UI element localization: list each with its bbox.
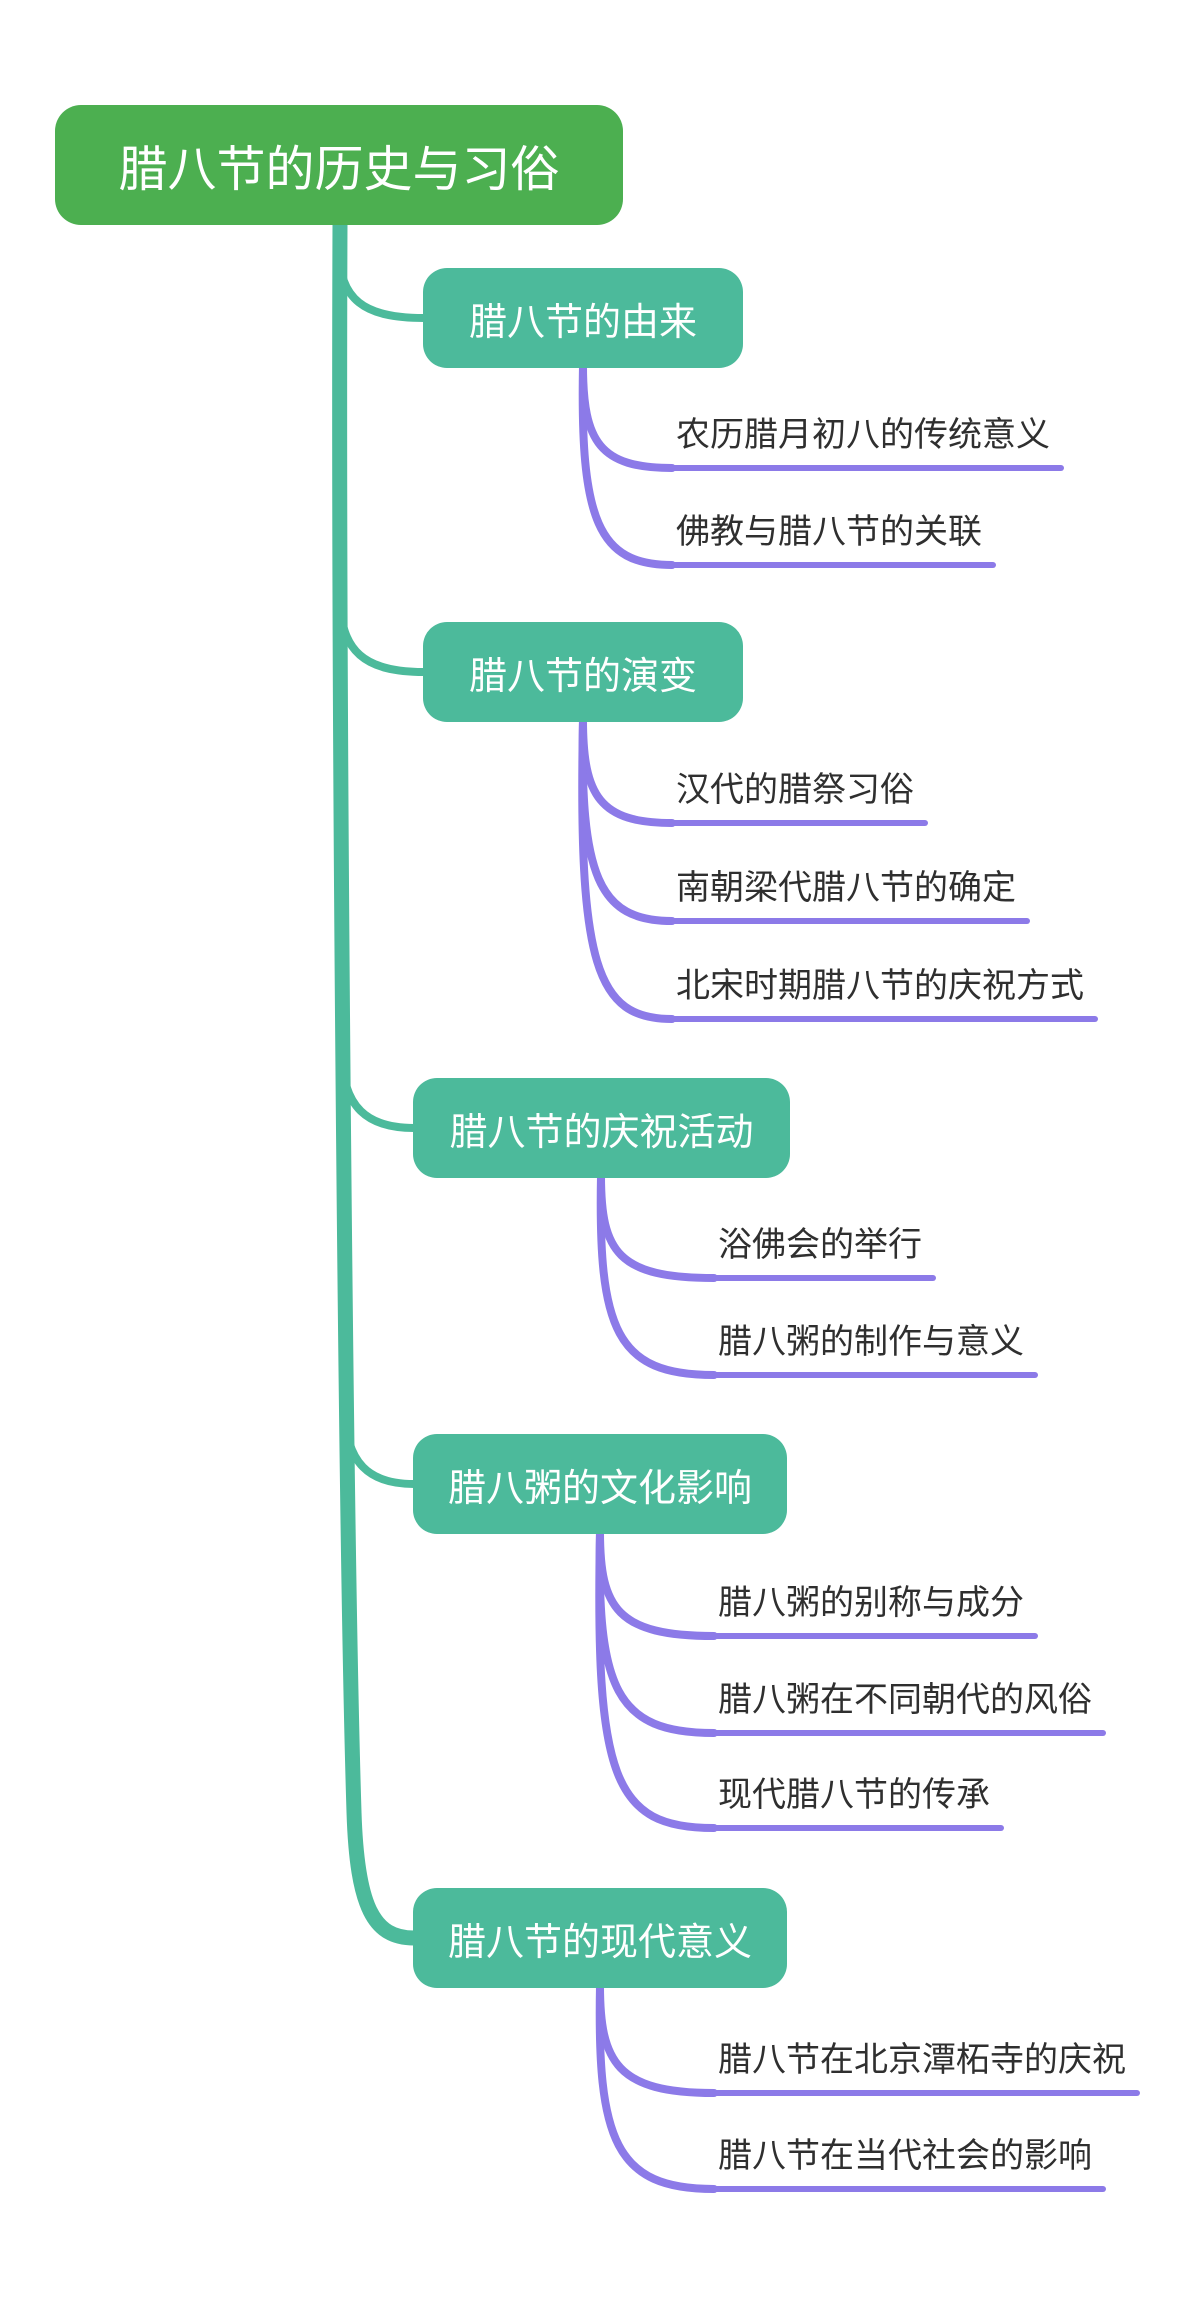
child-topic-label: 腊八粥在不同朝代的风俗 bbox=[718, 1680, 1092, 1720]
child-underline bbox=[668, 562, 996, 568]
branch-node-porridge-culture[interactable]: 腊八粥的文化影响 bbox=[413, 1434, 787, 1534]
child-topic-label: 佛教与腊八节的关联 bbox=[676, 512, 982, 552]
child-connector-5-2 bbox=[595, 1982, 718, 2193]
child-underline bbox=[668, 1016, 1098, 1022]
child-topic-3-2[interactable]: 腊八粥的制作与意义 bbox=[710, 1323, 1038, 1378]
child-underline bbox=[668, 465, 1064, 471]
child-topic-label: 北宋时期腊八节的庆祝方式 bbox=[676, 966, 1084, 1006]
child-topic-1-1[interactable]: 农历腊月初八的传统意义 bbox=[668, 416, 1064, 471]
child-underline bbox=[710, 2090, 1140, 2096]
child-connector-4-1 bbox=[596, 1528, 718, 1640]
child-connector-5-1 bbox=[596, 1982, 718, 2097]
child-underline bbox=[710, 1633, 1038, 1639]
child-underline bbox=[710, 2186, 1106, 2192]
child-topic-label: 汉代的腊祭习俗 bbox=[676, 770, 914, 810]
child-topic-label: 腊八粥的别称与成分 bbox=[718, 1583, 1024, 1623]
child-underline bbox=[710, 1372, 1038, 1378]
branch-node-evolution[interactable]: 腊八节的演变 bbox=[423, 622, 743, 722]
trunk-connector bbox=[332, 216, 422, 1946]
child-connector-1-1 bbox=[579, 362, 676, 472]
branch-connector-4 bbox=[341, 1404, 418, 1488]
child-underline bbox=[668, 820, 928, 826]
child-connector-2-3 bbox=[578, 716, 676, 1023]
child-topic-1-2[interactable]: 佛教与腊八节的关联 bbox=[668, 513, 996, 568]
child-topic-2-1[interactable]: 汉代的腊祭习俗 bbox=[668, 771, 928, 826]
root-node[interactable]: 腊八节的历史与习俗 bbox=[55, 105, 623, 225]
child-topic-label: 浴佛会的举行 bbox=[718, 1225, 922, 1265]
child-topic-3-1[interactable]: 浴佛会的举行 bbox=[710, 1226, 936, 1281]
child-topic-label: 农历腊月初八的传统意义 bbox=[676, 415, 1050, 455]
child-topic-4-3[interactable]: 现代腊八节的传承 bbox=[710, 1776, 1004, 1831]
child-topic-2-2[interactable]: 南朝梁代腊八节的确定 bbox=[668, 869, 1030, 924]
child-underline bbox=[710, 1730, 1106, 1736]
branch-node-celebrations[interactable]: 腊八节的庆祝活动 bbox=[413, 1078, 790, 1178]
child-connector-3-2 bbox=[596, 1172, 718, 1379]
branch-node-modern-meaning[interactable]: 腊八节的现代意义 bbox=[413, 1888, 787, 1988]
child-topic-4-1[interactable]: 腊八粥的别称与成分 bbox=[710, 1584, 1038, 1639]
child-underline bbox=[710, 1275, 936, 1281]
child-topic-label: 现代腊八节的传承 bbox=[718, 1775, 990, 1815]
branch-connector-1 bbox=[335, 244, 428, 322]
branch-connector-3 bbox=[338, 1048, 418, 1132]
child-connector-2-1 bbox=[579, 716, 676, 827]
child-underline bbox=[710, 1825, 1004, 1831]
child-connector-3-1 bbox=[597, 1172, 718, 1282]
branch-connector-2 bbox=[336, 592, 428, 676]
child-topic-label: 南朝梁代腊八节的确定 bbox=[676, 868, 1016, 908]
child-topic-2-3[interactable]: 北宋时期腊八节的庆祝方式 bbox=[668, 967, 1098, 1022]
child-topic-4-2[interactable]: 腊八粥在不同朝代的风俗 bbox=[710, 1681, 1106, 1736]
child-topic-label: 腊八节在北京潭柘寺的庆祝 bbox=[718, 2040, 1126, 2080]
child-topic-label: 腊八粥的制作与意义 bbox=[718, 1322, 1024, 1362]
child-topic-5-2[interactable]: 腊八节在当代社会的影响 bbox=[710, 2137, 1106, 2192]
branch-node-origin[interactable]: 腊八节的由来 bbox=[423, 268, 743, 368]
child-topic-label: 腊八节在当代社会的影响 bbox=[718, 2136, 1092, 2176]
child-connector-1-2 bbox=[578, 362, 676, 569]
child-underline bbox=[668, 918, 1030, 924]
child-topic-5-1[interactable]: 腊八节在北京潭柘寺的庆祝 bbox=[710, 2041, 1140, 2096]
child-connector-4-3 bbox=[595, 1528, 718, 1832]
